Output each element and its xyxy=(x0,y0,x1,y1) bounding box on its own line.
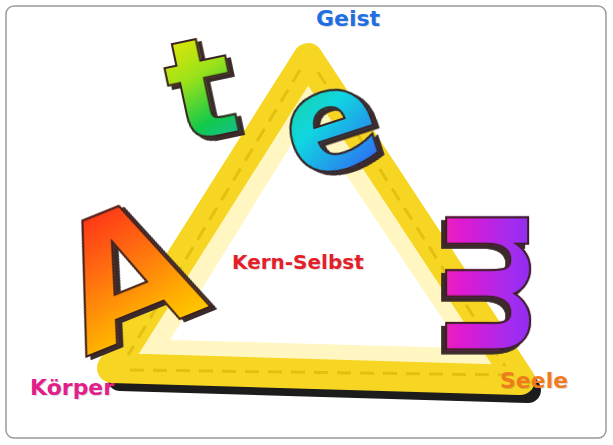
soul-label: Seele xyxy=(500,370,568,392)
core-self-label: Kern-Selbst xyxy=(232,252,364,272)
spirit-label: Geist xyxy=(316,8,380,30)
frame xyxy=(6,6,606,438)
body-label: Körper xyxy=(30,377,114,399)
letter-m: m xyxy=(423,205,573,361)
